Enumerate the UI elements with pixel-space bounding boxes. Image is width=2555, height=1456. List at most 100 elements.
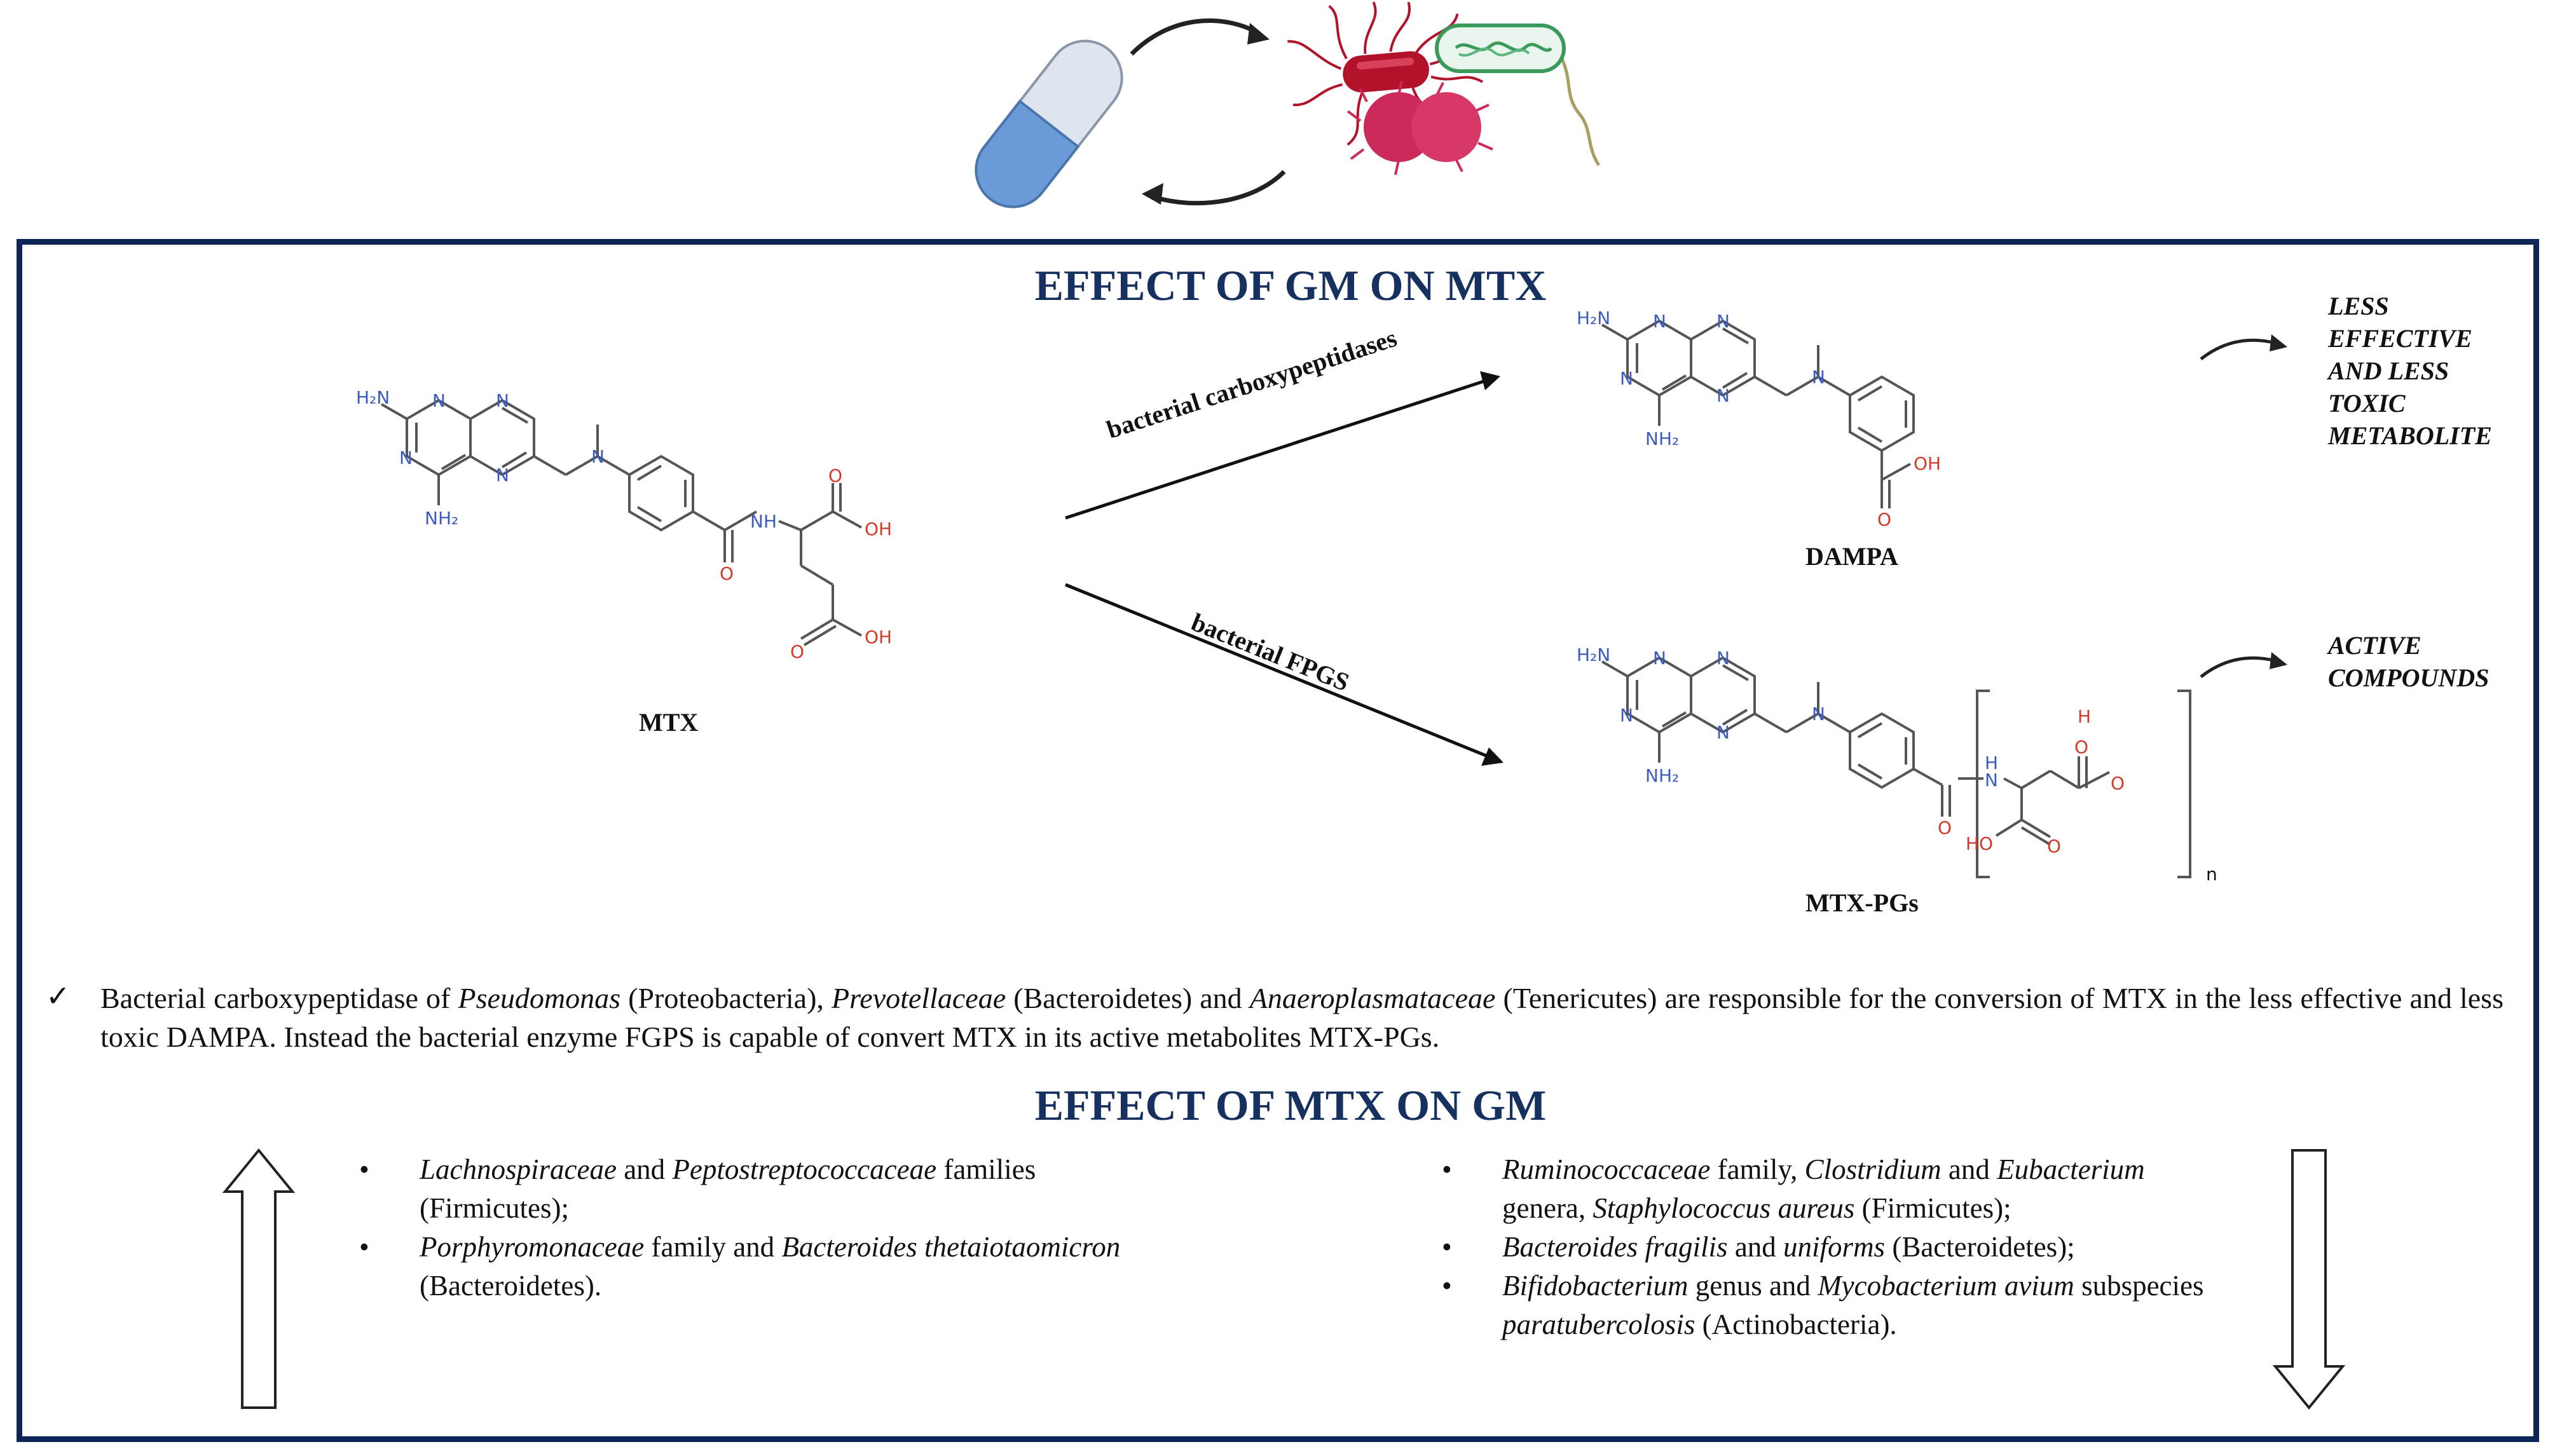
taxon-name: Anaeroplasmataceae bbox=[1249, 982, 1496, 1014]
list-text: family and bbox=[644, 1231, 782, 1263]
taxon-name: Eubacterium bbox=[1997, 1153, 2145, 1185]
decreased-taxa-list: • Ruminococcaceae family, Clostridium and… bbox=[1442, 1150, 2205, 1344]
taxon-name: uniforms bbox=[1783, 1231, 1886, 1263]
taxon-name: Prevotellaceae bbox=[831, 982, 1006, 1014]
atom-label: N bbox=[1716, 722, 1730, 743]
atom-label: N bbox=[1812, 367, 1825, 388]
atom-label: N bbox=[1653, 648, 1666, 669]
taxon-name: Clostridium bbox=[1804, 1153, 1942, 1185]
fate-line: LESS bbox=[2328, 292, 2389, 320]
atom-label: OH bbox=[865, 519, 892, 540]
rod-bacterium-icon bbox=[1287, 1, 1484, 146]
list-text: genus and bbox=[1688, 1270, 1818, 1302]
atom-label: OH bbox=[1914, 453, 1941, 474]
mtx-pgs-structure: H₂N N N N N NH₂ N H N O H O O O HO n bbox=[1577, 644, 2217, 885]
atom-label: N bbox=[496, 465, 509, 486]
section-title-mtx-on-gm: EFFECT OF MTX ON GM bbox=[1034, 1081, 1547, 1129]
atom-label: O bbox=[1877, 509, 1891, 530]
mtx-structure: H₂N N N N N NH₂ N NH O O OH O OH bbox=[356, 387, 892, 662]
atom-label: N bbox=[1620, 705, 1633, 726]
bullet: • bbox=[1442, 1270, 1452, 1302]
fate-arrows bbox=[2200, 334, 2287, 678]
bullet: • bbox=[359, 1231, 369, 1263]
summary-text: (Tenericutes) are responsible for the co… bbox=[100, 982, 2504, 1053]
dampa-fate-text: LESS EFFECTIVE AND LESS TOXIC METABOLITE bbox=[2328, 290, 2512, 452]
list-text: genera, bbox=[1502, 1192, 1593, 1224]
atom-label: H₂N bbox=[1577, 644, 1610, 665]
mtx-label: MTX bbox=[639, 708, 699, 737]
atom-label: N bbox=[399, 447, 413, 468]
green-bacterium-icon bbox=[1435, 24, 1601, 167]
taxon-name: Pseudomonas bbox=[458, 982, 621, 1014]
taxon-name: Bacteroides thetaiotaomicron bbox=[781, 1231, 1121, 1263]
atom-label: O bbox=[790, 641, 804, 662]
summary-paragraph: Bacterial carboxypeptidase of Pseudomona… bbox=[100, 979, 2504, 1056]
dampa-label: DAMPA bbox=[1805, 542, 1898, 571]
decrease-arrow-icon bbox=[2272, 1149, 2346, 1410]
list-text: family, bbox=[1710, 1153, 1805, 1185]
list-item: •Bacteroides fragilis and uniforms (Bact… bbox=[1442, 1228, 2205, 1267]
list-text: (Firmicutes); bbox=[1854, 1192, 2011, 1224]
fate-line: COMPOUNDS bbox=[2328, 663, 2490, 692]
atom-label: N bbox=[432, 390, 446, 411]
list-text: and bbox=[616, 1153, 673, 1185]
top-illustration bbox=[975, 1, 1601, 208]
fate-line: ACTIVE bbox=[2328, 631, 2421, 660]
diplococcus-icon bbox=[1346, 81, 1493, 175]
atom-label: N bbox=[1716, 385, 1730, 406]
list-item: • Bifidobacterium genus and Mycobacterium… bbox=[1442, 1267, 2205, 1344]
atom-label: N bbox=[1620, 368, 1633, 389]
atom-label: H₂N bbox=[1577, 308, 1610, 329]
taxon-name: Bifidobacterium bbox=[1502, 1270, 1688, 1302]
taxon-name: Staphylococcus aureus bbox=[1593, 1192, 1855, 1224]
list-text: (Bacteroidetes); bbox=[1885, 1231, 2075, 1263]
bullet: • bbox=[1442, 1231, 1452, 1263]
atom-label: HO bbox=[1966, 833, 1993, 854]
cycle-arrowhead-top bbox=[1247, 23, 1270, 44]
fate-line: EFFECTIVE bbox=[2328, 324, 2472, 353]
pgs-fate-text: ACTIVE COMPOUNDS bbox=[2328, 629, 2531, 694]
atom-label: O bbox=[2111, 773, 2125, 794]
atom-label: N bbox=[1716, 311, 1730, 332]
cycle-arrow-top bbox=[1130, 18, 1260, 56]
list-item: • Porphyromonaceae family and Bacteroides… bbox=[359, 1228, 1154, 1305]
repeat-unit-n: n bbox=[2206, 864, 2217, 885]
taxon-name: Ruminococcaceae bbox=[1502, 1153, 1711, 1185]
atom-label: N bbox=[591, 446, 605, 467]
mtx-pgs-label: MTX-PGs bbox=[1805, 888, 1919, 917]
cycle-arrow-bottom bbox=[1153, 170, 1286, 206]
taxon-name: Mycobacterium avium bbox=[1818, 1270, 2074, 1302]
summary-text: (Bacteroidetes) and bbox=[1006, 982, 1250, 1014]
atom-label: O bbox=[720, 563, 734, 584]
atom-label: N bbox=[1812, 704, 1825, 725]
atom-label: H bbox=[1985, 752, 1998, 773]
atom-label: OH bbox=[865, 627, 892, 648]
list-text: and bbox=[1727, 1231, 1784, 1263]
atom-label: NH₂ bbox=[1645, 428, 1679, 449]
atom-label: NH₂ bbox=[1645, 765, 1679, 786]
atom-label: O bbox=[828, 465, 842, 486]
bullet: • bbox=[359, 1153, 369, 1185]
atom-label: NH₂ bbox=[425, 508, 458, 529]
taxon-name: paratubercolosis bbox=[1502, 1309, 1695, 1340]
summary-text: (Proteobacteria), bbox=[620, 982, 832, 1014]
atom-label: O bbox=[1938, 817, 1952, 838]
list-item: •Lachnospiraceae and Peptostreptococcace… bbox=[359, 1150, 1154, 1228]
list-text: and bbox=[1941, 1153, 1997, 1185]
cycle-arrowhead-bottom bbox=[1142, 183, 1163, 205]
bullet: • bbox=[1442, 1153, 1452, 1185]
list-text: (Bacteroidetes). bbox=[420, 1270, 602, 1302]
fate-line: METABOLITE bbox=[2328, 421, 2492, 450]
fate-line: AND LESS bbox=[2328, 357, 2449, 385]
atom-label: N bbox=[1716, 648, 1730, 669]
taxon-name: Porphyromonaceae bbox=[420, 1231, 645, 1263]
atom-label: O bbox=[2047, 836, 2061, 857]
list-text: subspecies bbox=[2074, 1270, 2204, 1302]
atom-label: NH bbox=[750, 511, 777, 532]
list-text: (Actinobacteria). bbox=[1695, 1309, 1897, 1340]
summary-text: Bacterial carboxypeptidase of bbox=[100, 982, 458, 1014]
atom-label: N bbox=[496, 390, 509, 411]
list-item: • Ruminococcaceae family, Clostridium and… bbox=[1442, 1150, 2205, 1228]
section-title-gm-on-mtx: EFFECT OF GM ON MTX bbox=[1034, 261, 1547, 310]
atom-label: H₂N bbox=[356, 387, 390, 408]
